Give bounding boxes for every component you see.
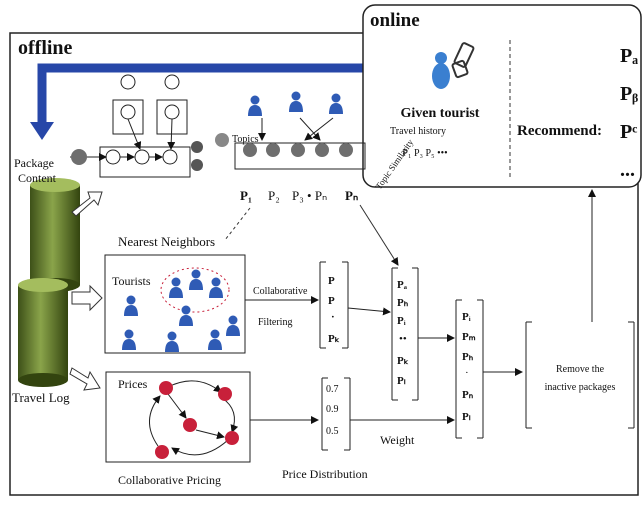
feedback-arrowhead bbox=[30, 122, 54, 140]
given-tourist-label: Given tourist bbox=[401, 106, 480, 121]
topic-node-start bbox=[71, 149, 87, 165]
nn-link bbox=[224, 207, 251, 241]
right-list-bracket bbox=[455, 299, 484, 439]
right-item-1: Pᵢ bbox=[462, 311, 471, 323]
cf-item-1: P bbox=[328, 275, 335, 287]
remove-bracket bbox=[525, 321, 635, 429]
recommend-more: ... bbox=[620, 159, 635, 181]
nearest-neighbors-title: Nearest Neighbors bbox=[118, 234, 215, 249]
feedback-arrow bbox=[37, 63, 380, 125]
cf-item-3: · bbox=[331, 311, 335, 323]
offline-frame bbox=[9, 32, 639, 496]
package-content-line1: Package bbox=[14, 156, 54, 170]
package-content-line2: Content bbox=[18, 171, 57, 185]
mid-item-1: Pₐ bbox=[397, 279, 408, 291]
mid-item-2: Pₕ bbox=[397, 297, 409, 309]
package-p2: P₂ bbox=[268, 188, 280, 203]
topics-box bbox=[234, 142, 366, 170]
recommend-package-b: Pᵦ bbox=[620, 83, 638, 105]
travel-log-label: Travel Log bbox=[12, 390, 70, 405]
pricing-graph bbox=[149, 380, 239, 459]
topic-users bbox=[248, 91, 343, 116]
offline-title: offline bbox=[18, 37, 73, 59]
right-item-3: Pₕ bbox=[462, 351, 474, 363]
mid-list-bracket bbox=[391, 267, 419, 401]
pricing-box bbox=[105, 371, 251, 463]
price-dist-bracket bbox=[321, 377, 351, 451]
package-p3-pn: P₃ • Pₙ bbox=[292, 188, 327, 203]
remove-line1: Remove the bbox=[556, 364, 605, 375]
topic-model-graph bbox=[70, 74, 191, 178]
prices-label: Prices bbox=[118, 377, 148, 391]
cf-label-line1: Collaborative bbox=[253, 286, 308, 297]
collaborative-pricing-label: Collaborative Pricing bbox=[118, 473, 221, 487]
right-item-4: · bbox=[465, 367, 469, 379]
mid-item-3: Pᵢ bbox=[397, 315, 406, 327]
cf-list-bracket bbox=[319, 261, 349, 349]
mid-item-5: Pₖ bbox=[397, 355, 409, 367]
package-pn: Pₙ bbox=[345, 188, 358, 203]
mid-item-4: •• bbox=[399, 333, 407, 345]
right-item-6: Pₗ bbox=[462, 411, 471, 423]
cf-to-list-arrow bbox=[347, 307, 391, 316]
neighbor-cluster bbox=[160, 267, 230, 313]
price-distribution-label: Price Distribution bbox=[282, 467, 368, 481]
travel-log-arrows bbox=[69, 191, 103, 391]
cf-item-2: P bbox=[328, 295, 335, 307]
recommend-label: Recommend: bbox=[517, 123, 602, 139]
recommend-package-a: Pₐ bbox=[620, 45, 638, 67]
travel-log-database bbox=[18, 178, 80, 387]
nearest-neighbors-box bbox=[104, 254, 246, 354]
history-items: P₁ P₃ P₅ ••• bbox=[402, 148, 447, 159]
topic-node-end bbox=[191, 141, 203, 153]
recommend-package-c: Pᶜ bbox=[620, 121, 637, 143]
price-value-1: 0.7 bbox=[326, 384, 339, 395]
cf-item-4: Pₖ bbox=[328, 333, 340, 345]
weight-label: Weight bbox=[380, 433, 415, 447]
cf-label-line2: Filtering bbox=[258, 317, 292, 328]
online-panel bbox=[362, 4, 642, 188]
package-topic-nodes bbox=[243, 143, 353, 157]
remove-line2: inactive packages bbox=[545, 382, 616, 393]
right-item-2: Pₘ bbox=[462, 331, 476, 343]
topic-node-link bbox=[215, 133, 229, 147]
travel-history-label: Travel history bbox=[390, 126, 446, 137]
given-tourist-icon bbox=[432, 42, 475, 89]
price-value-2: 0.9 bbox=[326, 404, 339, 415]
right-item-5: Pₙ bbox=[462, 389, 474, 401]
tourists-label: Tourists bbox=[112, 274, 151, 288]
topic-to-list-arrow bbox=[359, 204, 399, 266]
online-title: online bbox=[370, 10, 420, 31]
topic-node-end2 bbox=[191, 159, 203, 171]
mid-item-6: Pₗ bbox=[397, 375, 406, 387]
price-value-3: 0.5 bbox=[326, 426, 339, 437]
package-p1: P₁ bbox=[240, 188, 252, 203]
topics-label: Topics bbox=[232, 134, 259, 145]
